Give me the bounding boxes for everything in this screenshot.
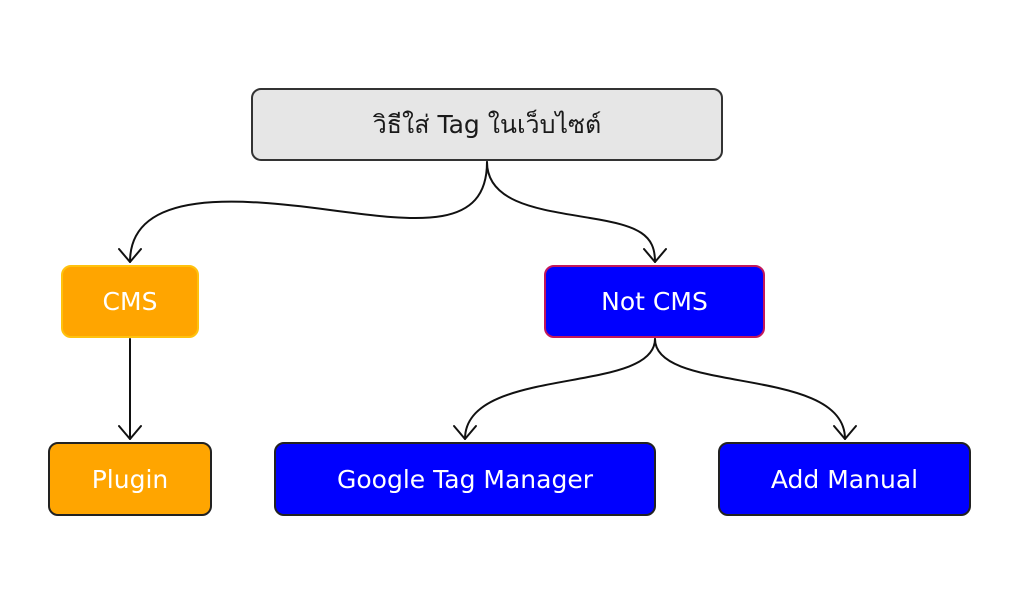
arrowhead-not-cms bbox=[643, 248, 667, 263]
edge-group bbox=[118, 161, 857, 440]
node-add-manual: Add Manual bbox=[718, 442, 971, 516]
node-google-tag-manager: Google Tag Manager bbox=[274, 442, 656, 516]
node-google-tag-manager-label: Google Tag Manager bbox=[337, 464, 593, 494]
node-cms-label: CMS bbox=[102, 287, 158, 316]
node-not-cms-label: Not CMS bbox=[601, 287, 708, 316]
edge-root-to-cms bbox=[129, 161, 488, 263]
arrowhead-plugin bbox=[118, 425, 142, 440]
arrowhead-manual bbox=[833, 425, 857, 440]
edge-root-to-not-cms bbox=[486, 161, 656, 263]
node-root-label: วิธีใส่ Tag ในเว็บไซต์ bbox=[372, 110, 602, 139]
arrowhead-gtm bbox=[453, 425, 477, 440]
arrowhead-cms bbox=[118, 248, 142, 263]
edge-not-cms-to-gtm bbox=[464, 338, 656, 440]
node-not-cms: Not CMS bbox=[544, 265, 765, 338]
node-plugin: Plugin bbox=[48, 442, 212, 516]
node-cms: CMS bbox=[61, 265, 199, 338]
node-root: วิธีใส่ Tag ในเว็บไซต์ bbox=[251, 88, 723, 161]
node-plugin-label: Plugin bbox=[91, 464, 169, 494]
node-add-manual-label: Add Manual bbox=[770, 464, 919, 494]
edge-not-cms-to-manual bbox=[654, 338, 846, 440]
